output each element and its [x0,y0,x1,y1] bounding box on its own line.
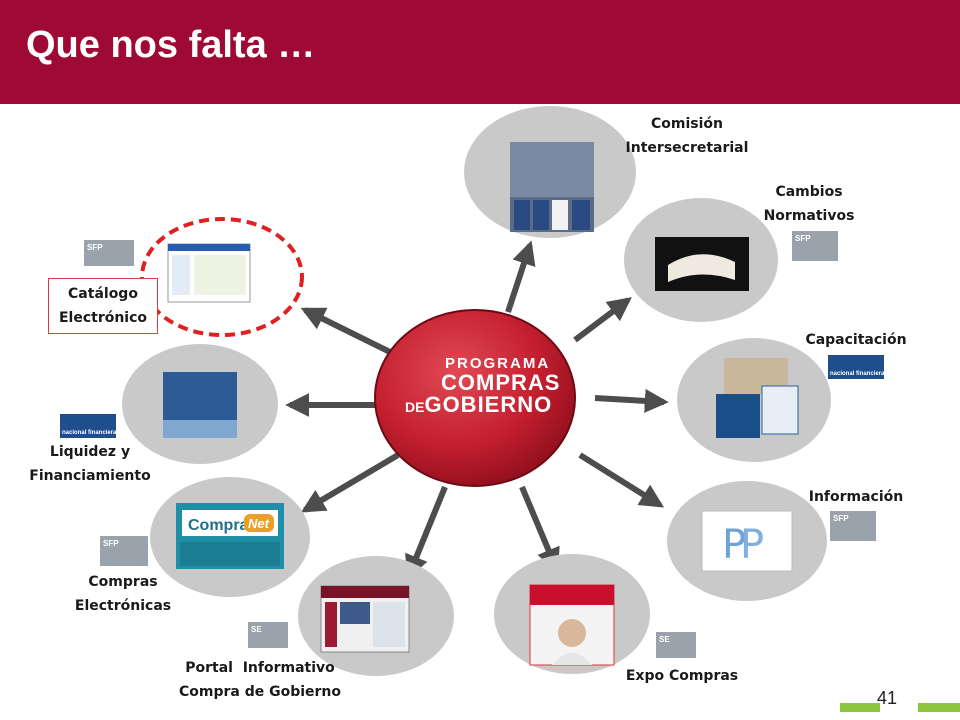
svg-text:Net: Net [248,516,270,531]
arrow-cambios [573,297,632,343]
sfp-logo: SFP [792,231,838,261]
arrow-informacion [578,452,665,508]
svg-text:P: P [740,522,764,568]
nafin-logo: nacional financiera [60,414,116,438]
label-capacitacion: Capacitación [805,332,907,348]
center-line-gobierno: Gobierno [424,392,553,417]
sfp-logo: SFP [100,536,148,566]
footer-bar-left [840,703,880,712]
sfp-logo: SFP [830,511,876,541]
center-program [374,309,576,487]
arrow-compras [300,452,400,513]
svg-text:Compra: Compra [188,517,249,534]
center-line-de: de [405,399,425,415]
nafin-logo: nacional financiera [828,355,884,379]
arrows [285,240,669,580]
se-logo: SE [656,632,696,658]
footer-bar-right [918,703,960,712]
se-logo: SE [248,622,288,648]
label-expo: Expo Compras [625,668,739,684]
arrow-capacitacion [594,388,669,413]
arrow-expo [519,485,560,573]
slide-title: Que nos falta … [26,24,316,66]
image-informacion [701,510,793,572]
arrow-comision [505,240,536,313]
center-line-compras: COMPRAS [441,370,561,395]
sfp-logo: SFP [84,240,134,266]
slide-header: Que nos falta … [0,0,960,104]
center-line-programa: Programa [445,355,551,372]
arrow-catalogo [300,307,392,355]
svg-text:P: P [722,522,746,568]
label-informacion: Información [808,489,904,505]
arrow-portal [405,485,448,580]
page-number: 41 [876,688,898,708]
